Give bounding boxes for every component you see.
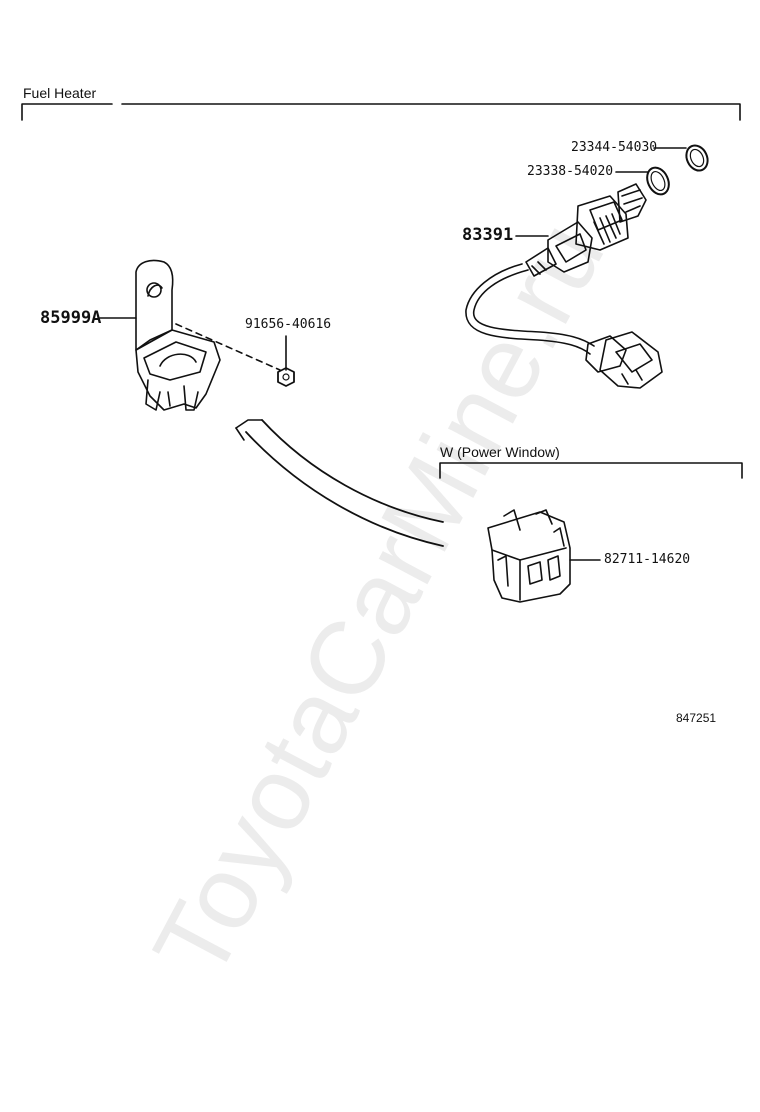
gasket-large-drawing (615, 166, 670, 196)
power-window-frame (439, 462, 743, 479)
part-label-bracket: 85999A (40, 308, 102, 328)
part-label-gasket-large: 23338-54020 (527, 164, 614, 179)
reference-arrow (235, 419, 444, 547)
part-label-clamp: 82711-14620 (604, 552, 691, 567)
gasket-small-drawing (653, 144, 709, 172)
nut-drawing (277, 335, 295, 387)
sensor-drawing (465, 183, 663, 389)
bracket-drawing (99, 259, 281, 411)
clamp-drawing (487, 509, 601, 603)
section-title-power-window: W (Power Window) (440, 444, 560, 460)
fuel-heater-frame (21, 103, 741, 121)
part-label-sensor: 83391 (462, 225, 514, 245)
part-label-nut: 91656-40616 (245, 317, 332, 332)
part-label-gasket-small: 23344-54030 (571, 140, 658, 155)
figure-id: 847251 (676, 711, 717, 725)
section-title-fuel-heater: Fuel Heater (23, 85, 97, 101)
